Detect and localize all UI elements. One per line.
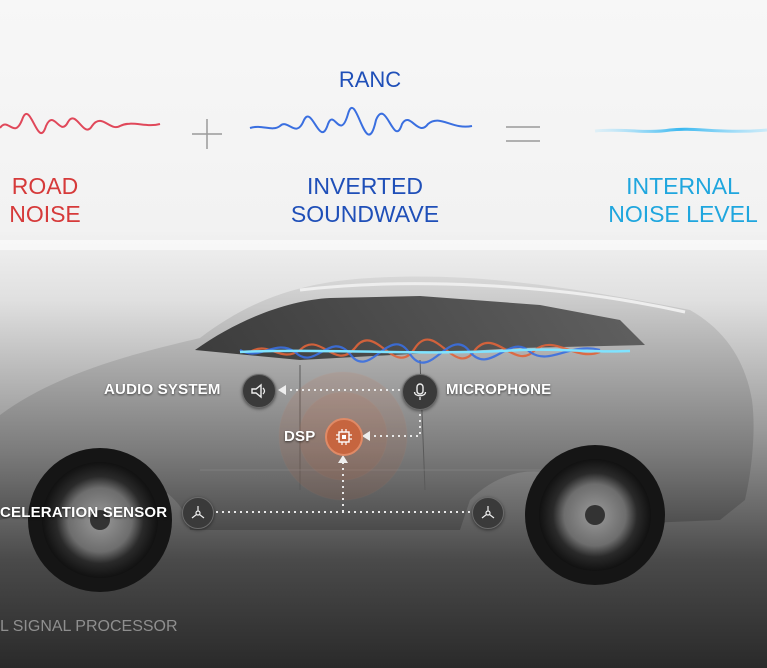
internal-noise-line bbox=[594, 127, 767, 133]
dsp-label: DSP bbox=[284, 428, 316, 445]
microphone-node bbox=[402, 374, 438, 410]
footnote: L SIGNAL PROCESSOR bbox=[0, 618, 178, 635]
inverted-line-2: SOUNDWAVE bbox=[290, 201, 440, 227]
equals-sign bbox=[506, 126, 540, 142]
inverted-soundwave bbox=[249, 106, 473, 136]
inverted-line-1: INVERTED bbox=[307, 173, 423, 199]
rear-sensor-node bbox=[472, 497, 504, 529]
internal-line-2: NOISE LEVEL bbox=[608, 201, 758, 227]
audio-system-label: AUDIO SYSTEM bbox=[104, 381, 221, 398]
cabin-inverted-wave bbox=[239, 343, 601, 364]
plus-sign bbox=[192, 119, 222, 149]
road-noise-label: ROAD NOISE bbox=[0, 172, 90, 228]
internal-line-1: INTERNAL bbox=[626, 173, 740, 199]
audio-system-node bbox=[242, 374, 276, 408]
car-illustration bbox=[0, 276, 754, 592]
microphone-icon bbox=[413, 383, 427, 400]
sensor-icon bbox=[481, 506, 495, 519]
front-sensor-node bbox=[182, 497, 214, 529]
internal-noise-label: INTERNAL NOISE LEVEL bbox=[600, 172, 766, 228]
road-noise-line-2: NOISE bbox=[9, 201, 81, 227]
speaker-icon bbox=[251, 383, 266, 399]
ranc-label: RANC bbox=[338, 67, 402, 92]
connector-arrows bbox=[278, 385, 370, 463]
road-noise-wave bbox=[0, 112, 161, 135]
chip-icon bbox=[336, 429, 352, 445]
sensor-icon bbox=[191, 506, 205, 519]
cabin-result-line bbox=[239, 348, 631, 354]
road-band bbox=[0, 240, 767, 250]
microphone-label: MICROPHONE bbox=[446, 381, 552, 398]
signal-connectors bbox=[216, 389, 470, 513]
road-noise-line-1: ROAD bbox=[11, 173, 79, 199]
acceleration-sensor-label: CELERATION SENSOR bbox=[0, 504, 168, 521]
dsp-node bbox=[325, 418, 363, 456]
inverted-soundwave-label: INVERTED SOUNDWAVE bbox=[270, 172, 460, 228]
